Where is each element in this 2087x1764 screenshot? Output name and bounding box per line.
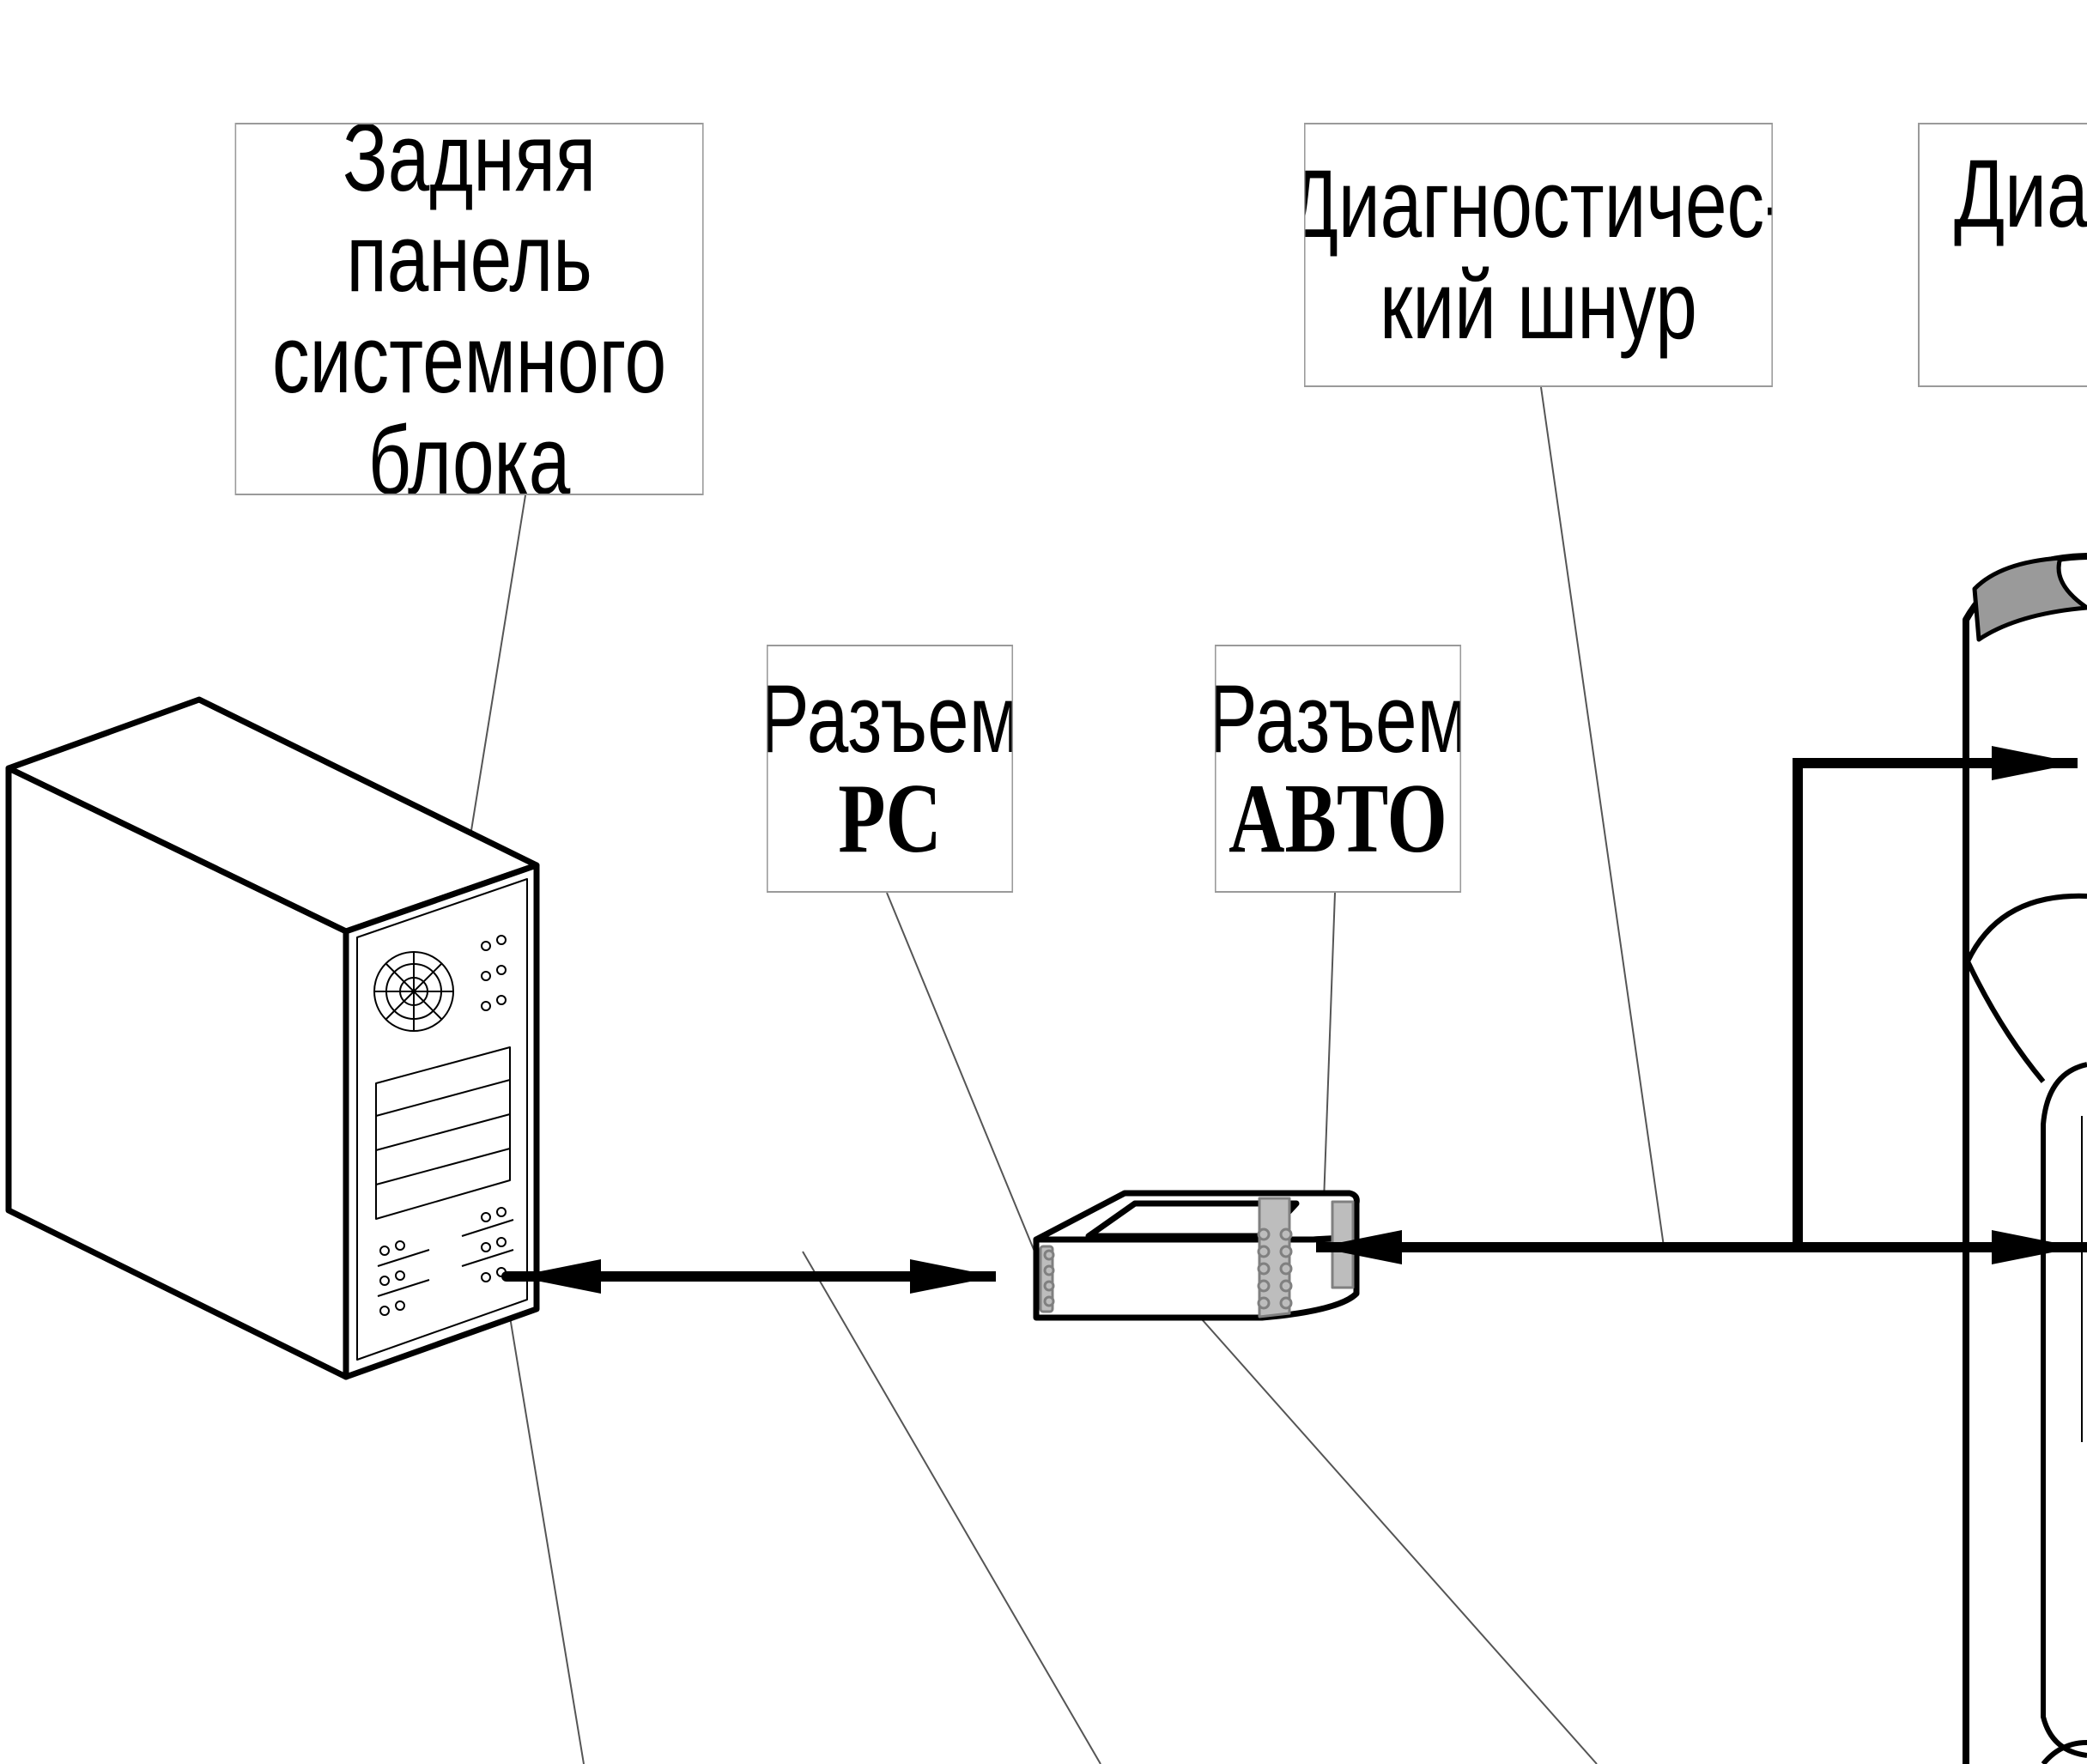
diagnostic-cord-label-line1: Диагностичес- <box>1304 150 1773 258</box>
vehicle-device-icon <box>1963 553 2087 1764</box>
indicator-dots-top <box>481 935 507 1011</box>
device-inner-curve <box>1965 893 2087 1083</box>
device-panel <box>2041 1062 2087 1758</box>
device-corner-cap <box>1972 555 2087 642</box>
leader-lower-adapter <box>1167 1280 1598 1764</box>
rear-panel-label-line1: Задняя панель <box>343 123 597 312</box>
system-unit-icon <box>5 696 540 1380</box>
connector-auto-label-line1: Разъем <box>1215 664 1462 773</box>
connector-pc-label-box: Разъем PC <box>767 645 1014 893</box>
rear-panel-label-line2: системного <box>271 306 667 413</box>
adapter-body <box>1033 1234 1360 1321</box>
rear-panel-label-line3: блока <box>367 406 571 495</box>
device-lower-notch <box>2041 1740 2087 1764</box>
device-outer-left <box>1963 553 2087 1764</box>
rear-ports <box>377 1207 514 1316</box>
connector-pc-label-line2: PC <box>838 764 942 875</box>
diagnostic-cord-label-box: Диагностичес- кий шнур <box>1304 123 1773 387</box>
leader-connector-pc <box>886 892 1040 1263</box>
fan-icon <box>373 951 454 1032</box>
diagnostic-cord-label-line2: кий шнур <box>1380 252 1697 359</box>
partial-label-box: Диа <box>1918 123 2087 387</box>
cord-branch <box>1793 746 2078 1247</box>
connector-auto-label-box: Разъем ABTO <box>1215 645 1462 893</box>
connector-pc-label-line1: Разъем <box>767 664 1014 773</box>
connector-pc-port <box>1039 1245 1055 1313</box>
leader-lower-cable <box>802 1251 1101 1764</box>
rear-panel-label-box: Задняя панель системного блока <box>234 123 704 495</box>
leader-connector-auto <box>1323 892 1336 1203</box>
drive-bays <box>375 1046 511 1220</box>
diagnostic-cord <box>1316 746 2087 1264</box>
adapter-top-recess <box>1085 1200 1300 1240</box>
leader-lines <box>454 386 1665 1764</box>
connector-auto-label-line2: ABTO <box>1229 764 1447 875</box>
adapter-box-icon <box>1033 1190 1360 1321</box>
system-unit-front <box>343 862 540 1380</box>
leader-lower-computer <box>506 1295 585 1764</box>
system-unit-front-inner <box>356 878 528 1361</box>
connector-auto-port <box>1257 1197 1355 1318</box>
partial-label-line1: Диа <box>1954 140 2087 247</box>
leader-diagnostic-cord <box>1540 386 1665 1247</box>
